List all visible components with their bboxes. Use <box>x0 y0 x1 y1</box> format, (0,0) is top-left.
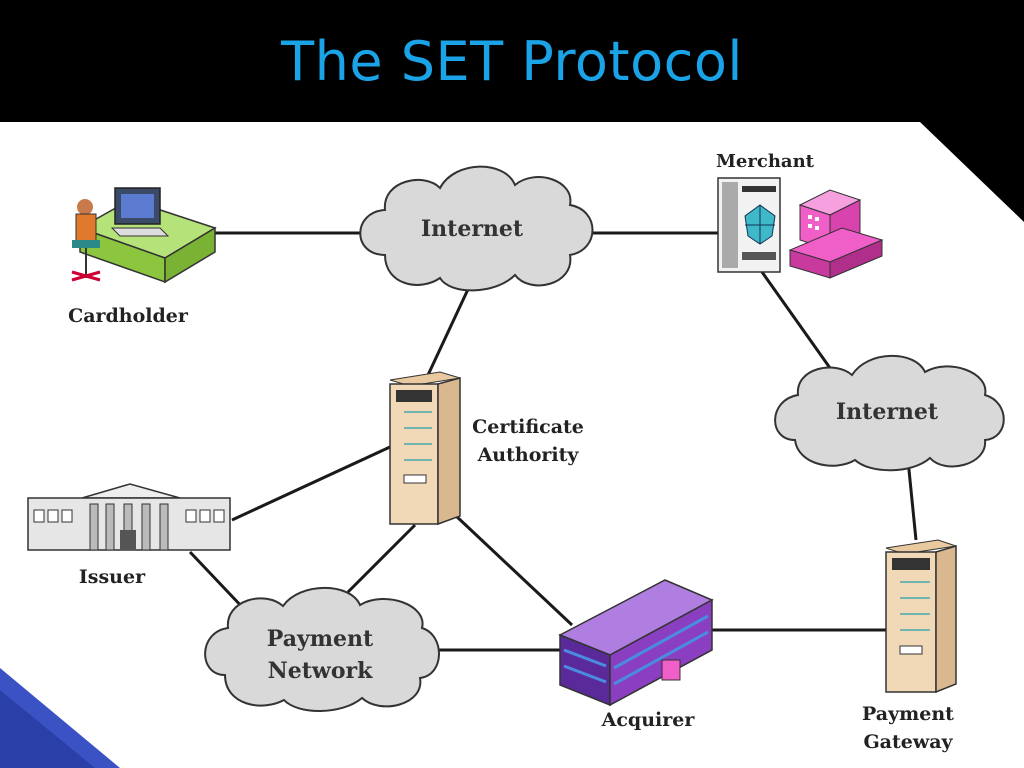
cardholder-label: Cardholder <box>68 305 189 327</box>
slide-title: The SET Protocol <box>281 29 743 93</box>
link-ca-acquirer <box>453 513 574 627</box>
gateway-label-2: Gateway <box>863 731 953 753</box>
ca-label-2: Authority <box>477 444 580 466</box>
internet-cloud-right: Internet <box>774 354 1005 472</box>
internet-cloud-top: Internet <box>359 165 594 292</box>
issuer-bank-icon <box>27 483 231 551</box>
cash-register-icon <box>788 189 884 279</box>
link-issuer-ca <box>231 445 391 522</box>
payment-network-label-1: Payment <box>267 626 374 652</box>
cardholder-computer-icon <box>71 187 217 284</box>
payment-network-cloud: Payment Network <box>204 586 440 712</box>
ca-label-1: Certificate <box>472 416 584 438</box>
payment-network-label-2: Network <box>268 658 373 684</box>
corner-accent-shade <box>0 690 95 768</box>
link-ca-paynet <box>346 523 417 594</box>
acquirer-building-icon <box>558 579 714 707</box>
merchant-label: Merchant <box>716 151 815 172</box>
link-internet2-gateway <box>906 459 918 541</box>
merchant-webpage-icon <box>717 177 781 273</box>
connections <box>188 231 918 652</box>
link-merchant-internet2 <box>760 271 832 369</box>
internet-right-label: Internet <box>836 399 939 425</box>
certificate-authority-server-icon <box>389 371 461 526</box>
acquirer-label: Acquirer <box>601 709 696 731</box>
issuer-label: Issuer <box>79 566 146 588</box>
gateway-label-1: Payment <box>862 703 954 725</box>
link-issuer-paynet <box>188 550 247 612</box>
payment-gateway-server-icon <box>885 539 957 694</box>
internet-top-label: Internet <box>421 216 524 242</box>
link-internet-ca <box>426 284 472 376</box>
